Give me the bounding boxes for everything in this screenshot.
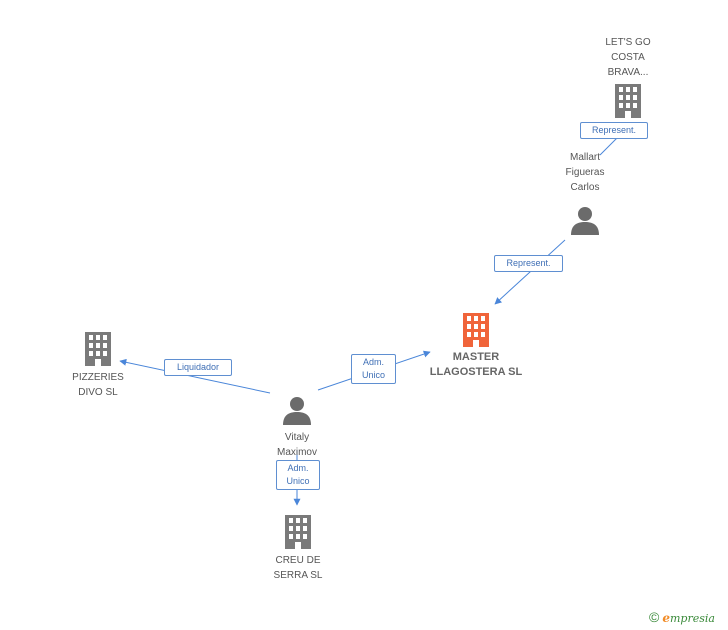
- edge-label-text: Unico: [286, 476, 310, 486]
- person-icon: [571, 207, 599, 235]
- edge-label-text: Represent.: [591, 125, 637, 135]
- label-line: Carlos: [570, 182, 600, 193]
- empresia-logo: ©empresia: [649, 609, 715, 625]
- label-line: PIZZERIES: [72, 372, 124, 383]
- label-line: MASTER: [452, 351, 500, 363]
- building-icon: [285, 515, 311, 549]
- label-line: LET'S GO: [605, 37, 651, 48]
- label-line: Figueras: [565, 167, 605, 178]
- label-line: Vitaly: [284, 432, 310, 443]
- node-creu-de-serra-sl[interactable]: CREU DE SERRA SL: [258, 515, 338, 583]
- label-line: DIVO SL: [78, 387, 118, 398]
- edge-label-adm-unico-master[interactable]: Adm. Unico: [351, 354, 396, 384]
- edge-label-text: Unico: [361, 370, 385, 380]
- edge-label-text: Represent.: [506, 258, 551, 268]
- copyright-symbol: ©: [649, 609, 660, 625]
- edge-label-represent-letsgo[interactable]: Represent.: [580, 122, 648, 139]
- building-icon: [615, 84, 641, 118]
- building-icon: [85, 332, 111, 366]
- label-line: BRAVA...: [607, 67, 649, 78]
- label-line: LLAGOSTERA SL: [429, 366, 523, 378]
- edge-label-liquidador[interactable]: Liquidador: [164, 359, 232, 376]
- edge-label-adm-unico-creu[interactable]: Adm. Unico: [276, 460, 320, 490]
- label-line: COSTA: [611, 52, 645, 63]
- edge-label-text: Adm.: [287, 463, 309, 473]
- node-pizzeries-divo-sl[interactable]: PIZZERIES DIVO SL: [58, 332, 138, 400]
- label-line: SERRA SL: [273, 570, 323, 581]
- node-mallart-figueras-carlos[interactable]: Mallart Figueras Carlos: [545, 150, 625, 235]
- brand-name: mpresia: [669, 612, 715, 625]
- label-line: Mallart: [569, 152, 600, 163]
- edge-label-text: Adm.: [362, 357, 384, 367]
- building-icon: [463, 313, 489, 347]
- label-line: Maximov: [276, 447, 317, 458]
- person-icon: [283, 397, 311, 425]
- edge-label-represent-master[interactable]: Represent.: [494, 255, 563, 272]
- edge-line-mallart-master: [494, 239, 566, 305]
- node-letsgo-costa-brava[interactable]: LET'S GO COSTA BRAVA...: [588, 35, 668, 118]
- edge-label-text: Liquidador: [176, 362, 220, 372]
- label-line: CREU DE: [275, 555, 321, 566]
- node-vitaly-maximov[interactable]: Vitaly Maximov: [257, 395, 337, 460]
- node-master-llagostera-sl[interactable]: MASTER LLAGOSTERA SL: [420, 313, 532, 380]
- brand-initial: e: [662, 611, 670, 625]
- edge-line-vitaly-pizzeries: [119, 358, 271, 394]
